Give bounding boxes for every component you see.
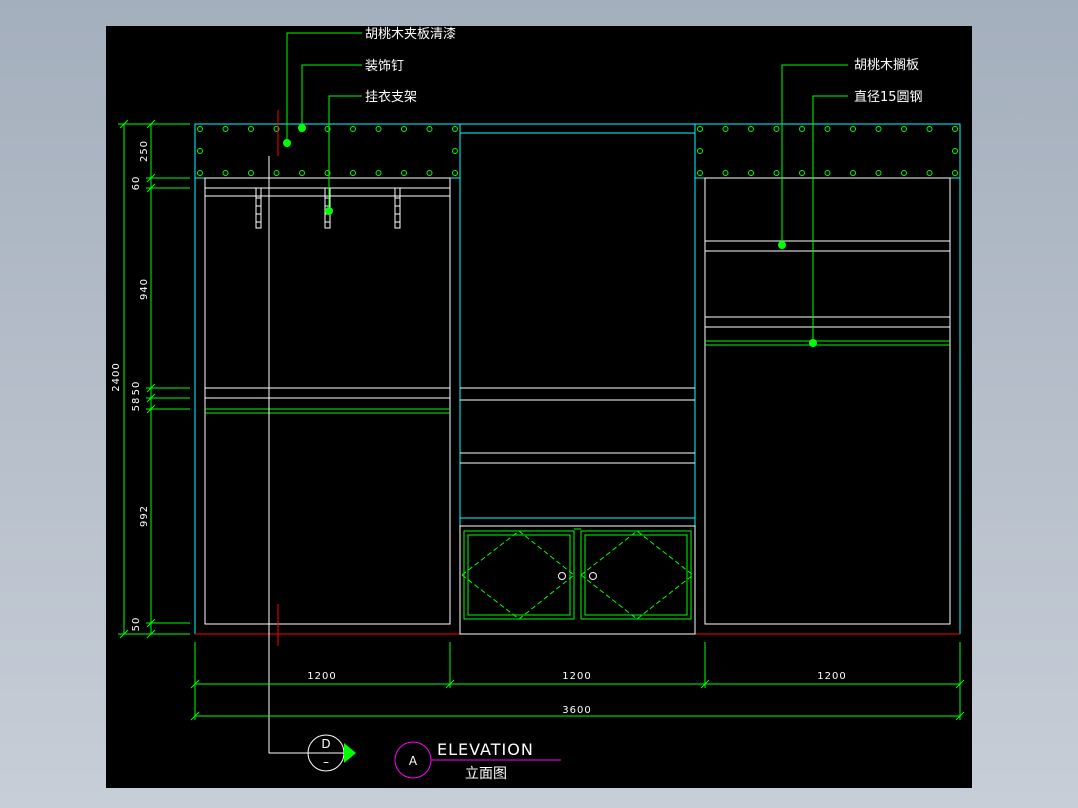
nail xyxy=(773,170,780,176)
dim-992: 992 xyxy=(139,505,150,527)
right-bay xyxy=(704,177,951,625)
nail xyxy=(248,170,254,176)
nail xyxy=(197,170,203,176)
nail xyxy=(452,170,458,176)
dim-width-middle: 1200 xyxy=(562,671,591,682)
nail xyxy=(926,170,933,176)
nail xyxy=(901,126,907,132)
title-subtitle: 立面图 xyxy=(465,766,507,782)
nail xyxy=(426,126,433,132)
nail xyxy=(773,126,780,132)
nail xyxy=(875,170,882,176)
nail xyxy=(875,126,882,132)
label-walnut-shelf: 胡桃木搁板 xyxy=(854,58,919,73)
nail xyxy=(426,170,433,176)
nail xyxy=(452,126,458,132)
horizontal-dimension-lines xyxy=(190,642,965,721)
nail xyxy=(952,126,958,132)
section-letter: D xyxy=(321,737,330,751)
nail xyxy=(824,126,831,132)
dim-60: 60 xyxy=(131,176,142,191)
label-decor-nail: 装饰钉 xyxy=(365,59,404,74)
section-marker: D – xyxy=(307,734,356,772)
nail xyxy=(926,126,933,132)
title-elevation: ELEVATION xyxy=(437,740,534,759)
left-bay xyxy=(204,177,451,625)
nail xyxy=(299,170,305,176)
elevation-drawing: 胡桃木夹板清漆 装饰钉 挂衣支架 胡桃木搁板 直径15圆钢 2400 250 6… xyxy=(111,26,965,782)
nail xyxy=(273,170,280,176)
nail xyxy=(850,170,856,176)
label-walnut-veneer: 胡桃木夹板清漆 xyxy=(365,26,456,42)
lower-doors xyxy=(461,528,694,620)
section-sub: – xyxy=(323,755,329,769)
nail xyxy=(722,126,729,132)
dim-50-bottom: 50 xyxy=(131,617,142,632)
nail xyxy=(799,170,805,176)
nail xyxy=(722,170,729,176)
dim-58: 58 xyxy=(131,397,142,412)
nail xyxy=(375,170,382,176)
nail xyxy=(222,126,229,132)
cabinet-outline xyxy=(194,124,961,635)
horizontal-dimension-text: 1200 1200 1200 3600 xyxy=(307,671,846,716)
drawing-sheet: 胡桃木夹板清漆 装饰钉 挂衣支架 胡桃木搁板 直径15圆钢 2400 250 6… xyxy=(106,26,972,788)
nail xyxy=(324,170,331,176)
nail xyxy=(748,170,754,176)
nail xyxy=(273,126,280,132)
door-knobs xyxy=(558,572,597,580)
label-steel-rod: 直径15圆钢 xyxy=(854,90,923,105)
dim-total-width: 3600 xyxy=(562,705,591,716)
callout-leaders xyxy=(283,32,848,347)
nail xyxy=(197,126,203,132)
label-hanger-bracket: 挂衣支架 xyxy=(365,89,417,105)
nail xyxy=(375,126,382,132)
vertical-dimension-text: 2400 250 60 940 50 58 992 50 xyxy=(111,140,150,631)
nail xyxy=(850,126,856,132)
nail xyxy=(401,126,407,132)
dim-width-left: 1200 xyxy=(307,671,336,682)
nail xyxy=(222,170,229,176)
nail xyxy=(197,148,203,154)
nail xyxy=(901,170,907,176)
nail xyxy=(324,126,331,132)
nail xyxy=(952,170,958,176)
title-marker-letter: A xyxy=(409,754,418,768)
nail xyxy=(452,148,458,154)
section-cut-line xyxy=(268,110,308,754)
nail xyxy=(824,170,831,176)
nail xyxy=(697,170,703,176)
decorative-nails xyxy=(197,126,958,176)
vertical-dimension-lines xyxy=(118,119,190,639)
nail xyxy=(697,148,703,154)
nail xyxy=(350,126,356,132)
nail xyxy=(350,170,356,176)
title-block: A ELEVATION 立面图 xyxy=(394,740,561,782)
dim-total-height: 2400 xyxy=(111,362,122,391)
nail xyxy=(401,170,407,176)
top-frieze xyxy=(194,123,961,179)
dim-50-top: 50 xyxy=(131,381,142,396)
callout-labels: 胡桃木夹板清漆 装饰钉 挂衣支架 胡桃木搁板 直径15圆钢 xyxy=(365,26,923,105)
nail xyxy=(799,126,805,132)
nail xyxy=(248,126,254,132)
dim-250: 250 xyxy=(139,140,150,162)
dim-940: 940 xyxy=(139,278,150,300)
middle-bay xyxy=(459,387,696,635)
nail xyxy=(952,148,958,154)
nail xyxy=(748,126,754,132)
dim-width-right: 1200 xyxy=(817,671,846,682)
nail xyxy=(697,126,703,132)
